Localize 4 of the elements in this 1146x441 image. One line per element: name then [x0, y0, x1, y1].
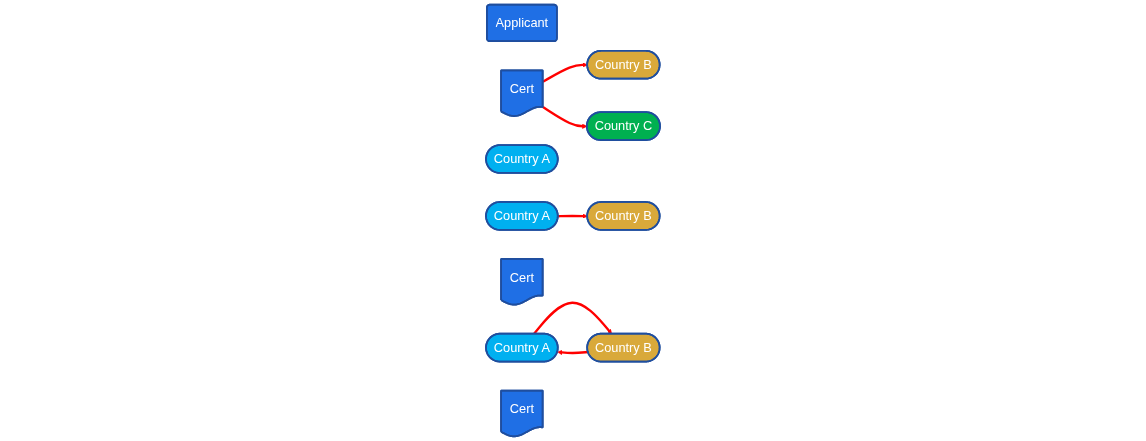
- arrow: [532, 301, 613, 335]
- arrow: [557, 349, 589, 355]
- arrow: [558, 213, 588, 219]
- arrow: [542, 62, 588, 83]
